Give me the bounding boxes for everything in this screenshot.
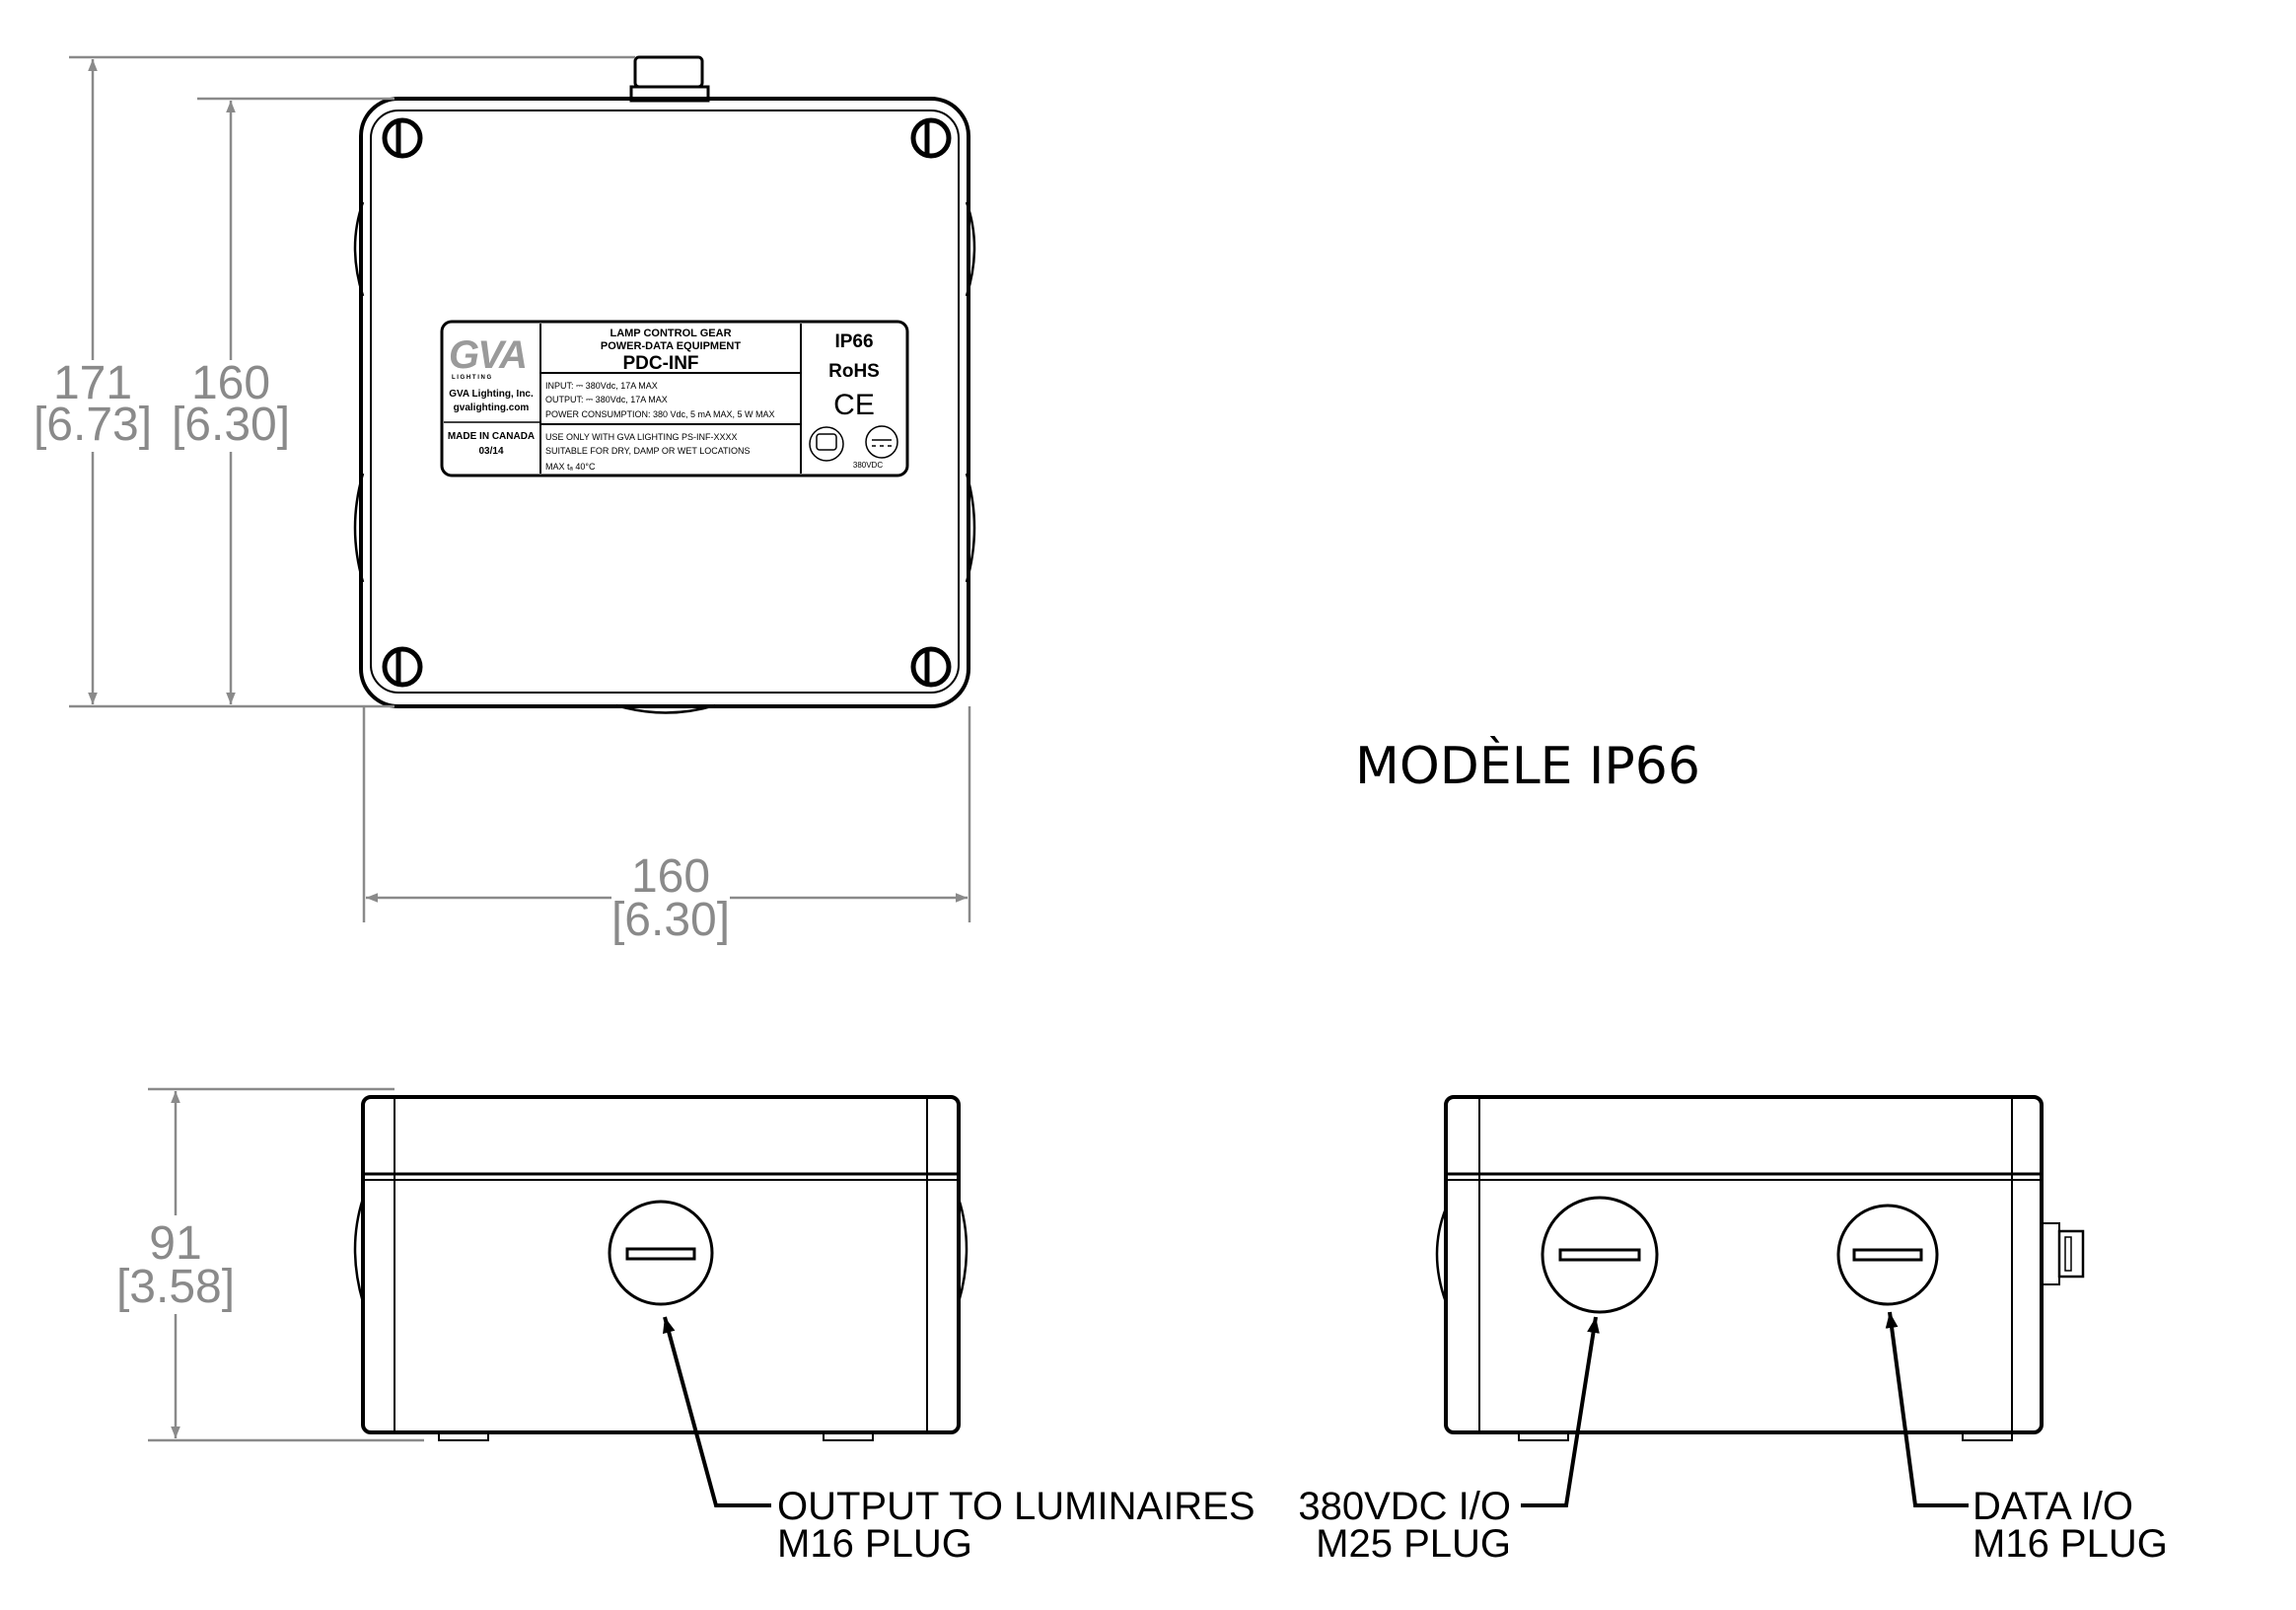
top-view [353,55,976,714]
nameplate-rating: IP66 [834,331,873,352]
power-leader-line [1521,1316,1600,1507]
nameplate-voltage-symbol: 380VDC [853,461,883,470]
data-callout-line1: DATA I/O [1973,1485,2133,1528]
corner-screws [382,117,952,688]
nameplate-header-1: LAMP CONTROL GEAR [610,328,731,339]
nameplate-date: 03/14 [478,446,503,457]
nameplate-website: gvalighting.com [454,402,530,413]
nameplate-note-3: MAX tₐ 40°C [545,462,596,472]
dim-depth-in: [3.58] [116,1261,235,1313]
nameplate-ce: CE [833,389,875,421]
nameplate-company: GVA Lighting, Inc. [449,389,534,400]
dim-overall-height-in: [6.73] [34,399,152,451]
dim-body-height-mm: 160 [191,357,270,409]
depth-dimension [148,1087,424,1442]
data-callout-line2: M16 PLUG [1973,1522,2168,1566]
dim-overall-height-mm: 171 [53,357,132,409]
nameplate-note-2: SUITABLE FOR DRY, DAMP OR WET LOCATIONS [545,446,751,456]
dim-body-height-in: [6.30] [172,399,290,451]
power-callout-line2: M25 PLUG [1316,1522,1511,1566]
side-connector [2041,1222,2085,1285]
nameplate-input: INPUT: ⎓ 380Vdc, 17A MAX [545,381,658,391]
side-view-inputs [1435,1095,2085,1441]
side-view-output [353,1095,969,1441]
nameplate-output: OUTPUT: ⎓ 380Vdc, 17A MAX [545,395,668,404]
output-callout-line2: M16 PLUG [777,1522,972,1566]
model-title: MODÈLE IP66 [1355,736,1700,796]
data-m16-gland [1836,1204,1939,1306]
power-m25-gland [1541,1196,1659,1314]
nameplate-note-1: USE ONLY WITH GVA LIGHTING PS-INF-XXXX [545,432,738,442]
nameplate-rohs: RoHS [828,361,880,382]
power-callout-line1: 380VDC I/O [1298,1485,1511,1528]
enclosure-inner [370,110,960,694]
nameplate-power: POWER CONSUMPTION: 380 Vdc, 5 mA MAX, 5 … [545,409,775,419]
top-connector [629,55,710,103]
certification-marks [809,425,898,462]
dim-width-mm: 160 [631,850,710,903]
nameplate: GVA L I G H T I N G GVA Lighting, Inc. g… [440,320,909,477]
nameplate-model: PDC-INF [622,353,698,374]
top-view-dimensions [69,55,971,922]
output-callout-line1: OUTPUT TO LUMINAIRES [777,1485,1256,1528]
data-leader-line [1885,1311,1969,1507]
nameplate-logo-sub: L I G H T I N G [452,375,492,381]
enclosure-outer [359,97,970,708]
dim-width-in: [6.30] [611,894,730,946]
dim-depth-mm: 91 [149,1217,201,1270]
nameplate-made-in: MADE IN CANADA [448,431,535,442]
output-m16-gland [608,1200,714,1306]
nameplate-header-2: POWER-DATA EQUIPMENT [601,340,741,352]
nameplate-logo: GVA [449,333,528,377]
output-leader-line [663,1316,771,1507]
